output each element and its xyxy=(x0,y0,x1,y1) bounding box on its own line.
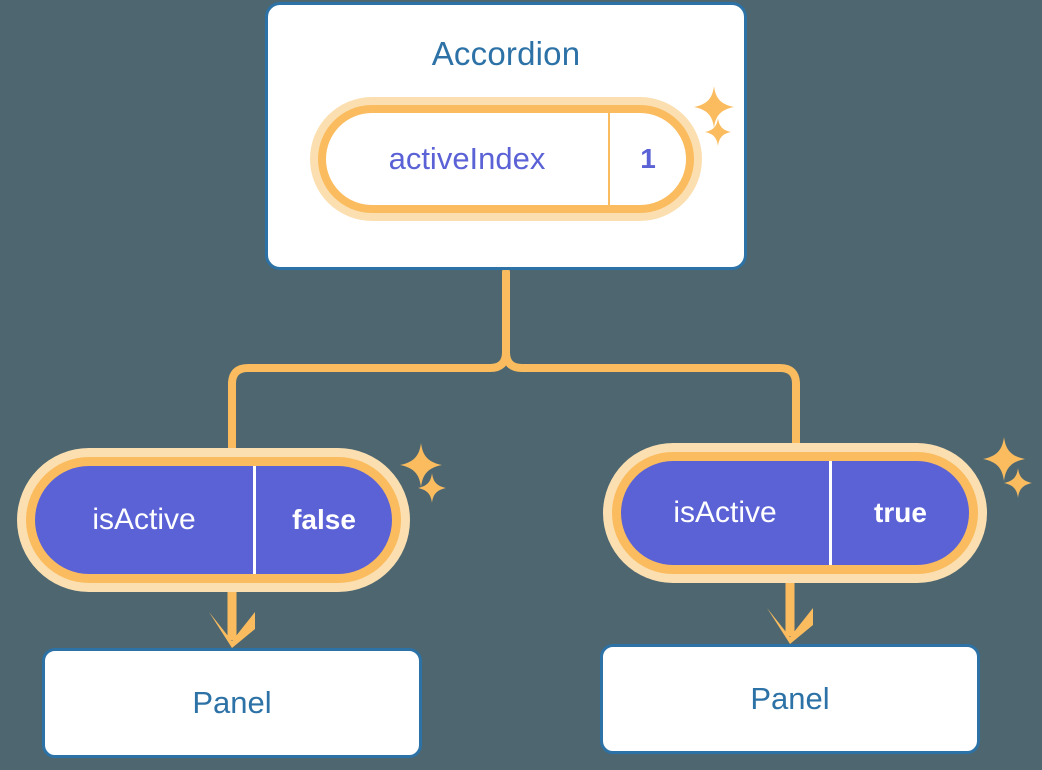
sparkle-four-point-icon xyxy=(400,443,442,487)
pill-body: isActive true xyxy=(621,461,969,565)
panel-left[interactable]: Panel xyxy=(42,648,422,758)
pill-body: activeIndex 1 xyxy=(326,113,686,205)
panel-label: Panel xyxy=(192,685,272,720)
connector-branch-left xyxy=(228,348,510,452)
connector-branch-right xyxy=(502,348,800,448)
isActive-prop-pill-left[interactable]: isActive false xyxy=(17,448,410,592)
pill-body: isActive false xyxy=(35,466,392,574)
sparkle-four-point-small-icon xyxy=(1004,468,1032,498)
panel-label: Panel xyxy=(750,681,830,716)
accordion-title: Accordion xyxy=(431,35,581,72)
pill-key-label: isActive xyxy=(673,496,777,529)
pill-value-label: 1 xyxy=(608,113,686,205)
sparkle-four-point-small-icon xyxy=(705,118,731,146)
arrow-down-icon-left xyxy=(209,592,255,648)
sparkle-four-point-icon xyxy=(694,86,734,128)
panel-right[interactable]: Panel xyxy=(600,644,980,754)
pill-value-label: false xyxy=(253,466,392,574)
sparkle-four-point-icon xyxy=(983,437,1025,481)
pill-value-label: true xyxy=(829,461,969,565)
activeIndex-state-pill[interactable]: activeIndex 1 xyxy=(310,97,702,221)
sparkle-four-point-small-icon xyxy=(418,473,446,503)
pill-key-label: isActive xyxy=(92,503,196,536)
isActive-prop-pill-right[interactable]: isActive true xyxy=(603,443,987,583)
arrow-down-icon-right xyxy=(767,583,813,644)
pill-key-label: activeIndex xyxy=(388,141,546,176)
